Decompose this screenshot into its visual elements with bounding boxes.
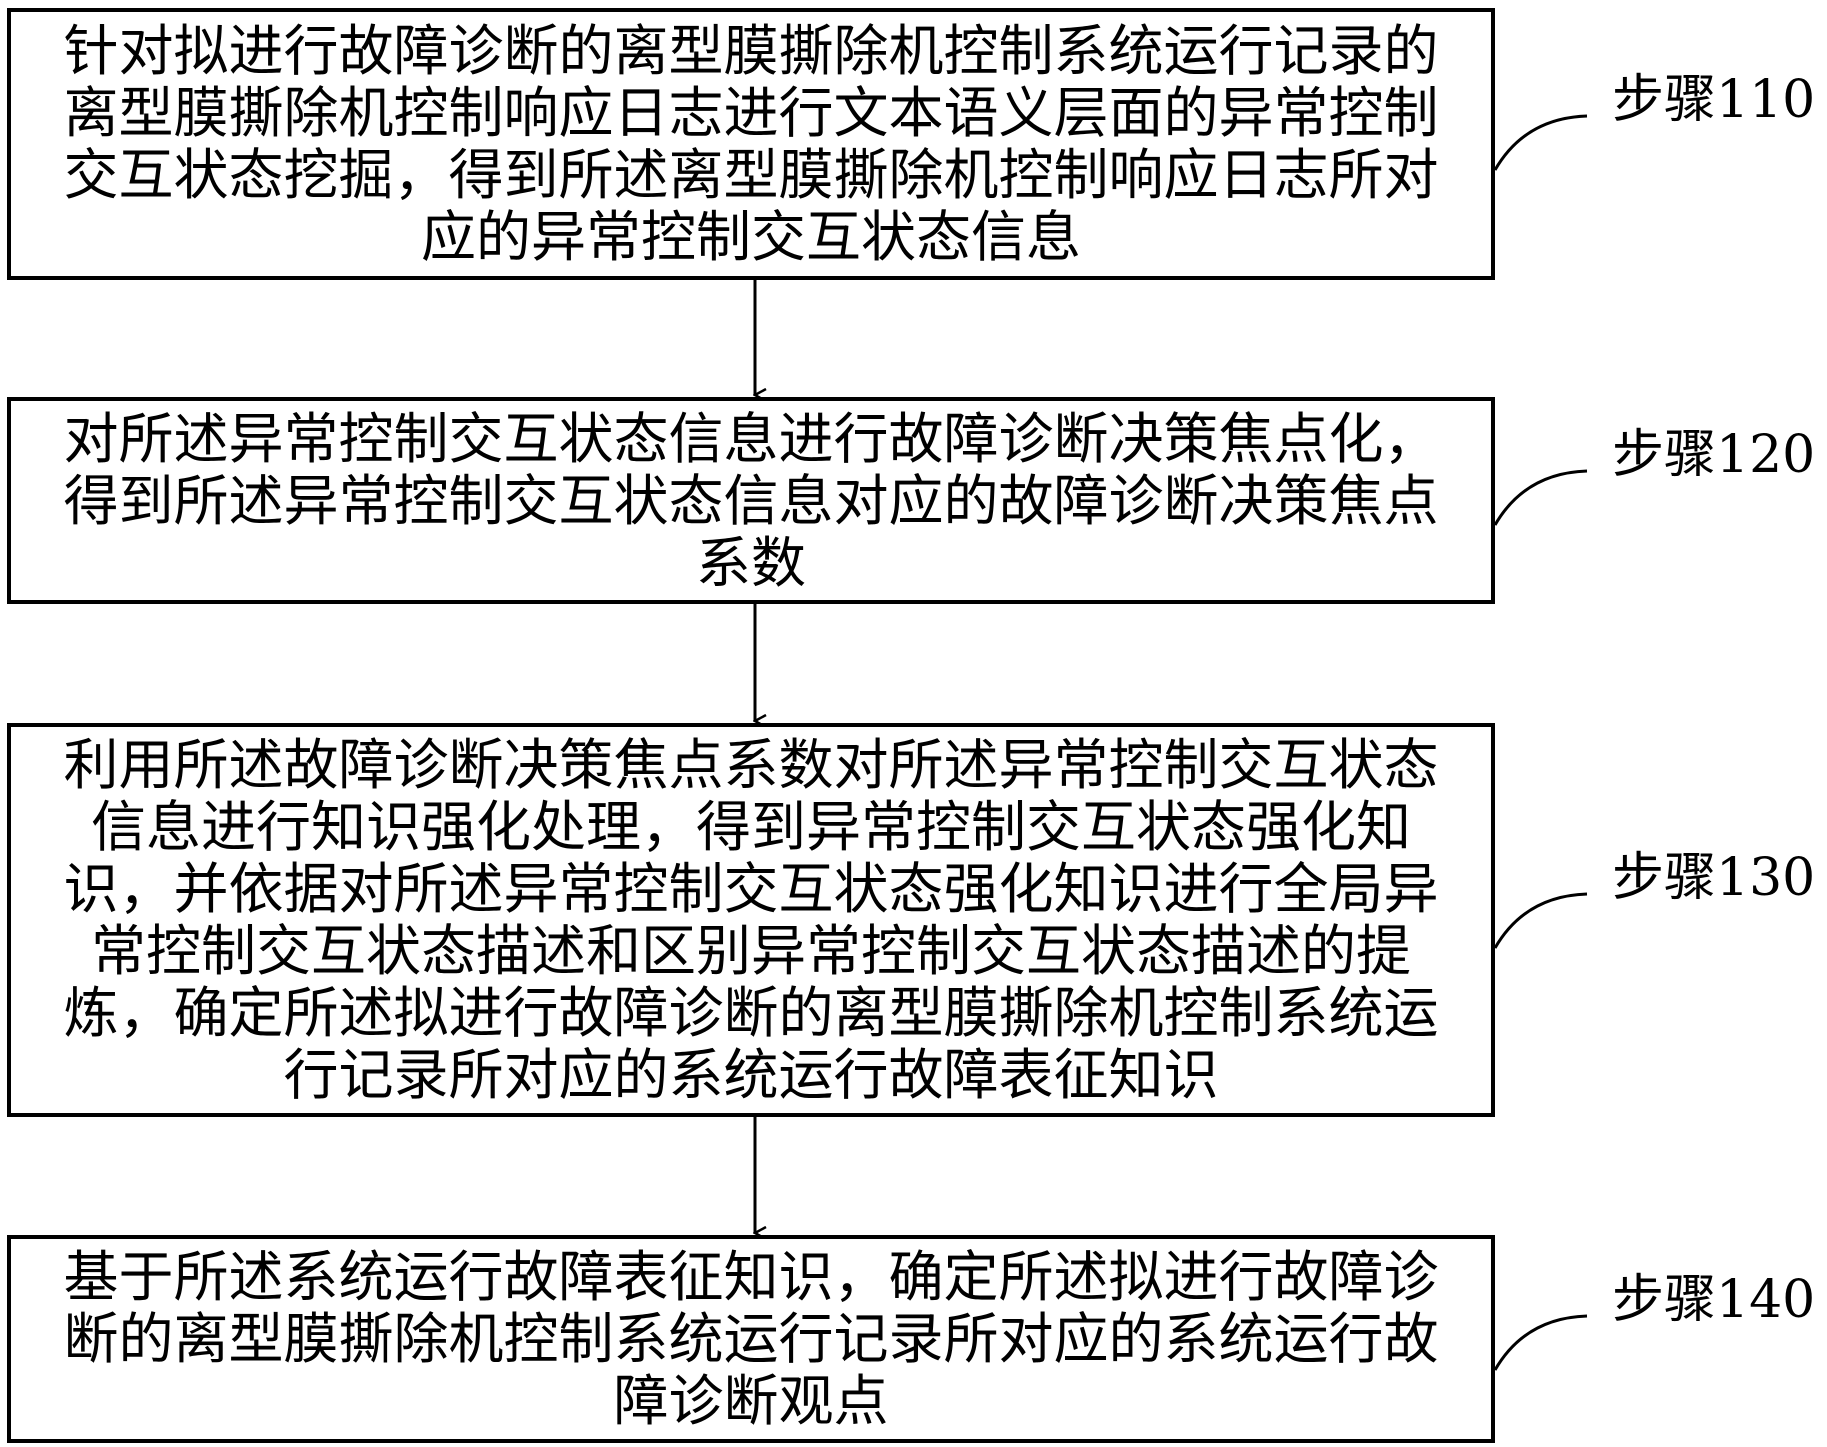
step-120-box: 对所述异常控制交互状态信息进行故障诊断决策焦点化，得到所述异常控制交互状态信息对… <box>7 397 1495 604</box>
step-130-box: 利用所述故障诊断决策焦点系数对所述异常控制交互状态信息进行知识强化处理，得到异常… <box>7 723 1495 1117</box>
step-130-text: 利用所述故障诊断决策焦点系数对所述异常控制交互状态信息进行知识强化处理，得到异常… <box>63 733 1439 1107</box>
step-140-label: 步骤140 <box>1612 1270 1816 1330</box>
step-110-label: 步骤110 <box>1612 70 1816 130</box>
step-110-box: 针对拟进行故障诊断的离型膜撕除机控制系统运行记录的离型膜撕除机控制响应日志进行文… <box>7 8 1495 280</box>
step-120-text: 对所述异常控制交互状态信息进行故障诊断决策焦点化，得到所述异常控制交互状态信息对… <box>63 406 1439 595</box>
leader-line-110 <box>1493 114 1588 171</box>
leader-line-120 <box>1493 469 1588 526</box>
step-120-label: 步骤120 <box>1612 425 1816 485</box>
leader-line-140 <box>1493 1314 1588 1371</box>
step-140-text: 基于所述系统运行故障表征知识，确定所述拟进行故障诊断的离型膜撕除机控制系统运行记… <box>63 1245 1439 1433</box>
step-110-text: 针对拟进行故障诊断的离型膜撕除机控制系统运行记录的离型膜撕除机控制响应日志进行文… <box>63 19 1439 269</box>
leader-line-130 <box>1493 892 1588 949</box>
step-130-label: 步骤130 <box>1612 848 1816 908</box>
step-140-box: 基于所述系统运行故障表征知识，确定所述拟进行故障诊断的离型膜撕除机控制系统运行记… <box>7 1235 1495 1443</box>
